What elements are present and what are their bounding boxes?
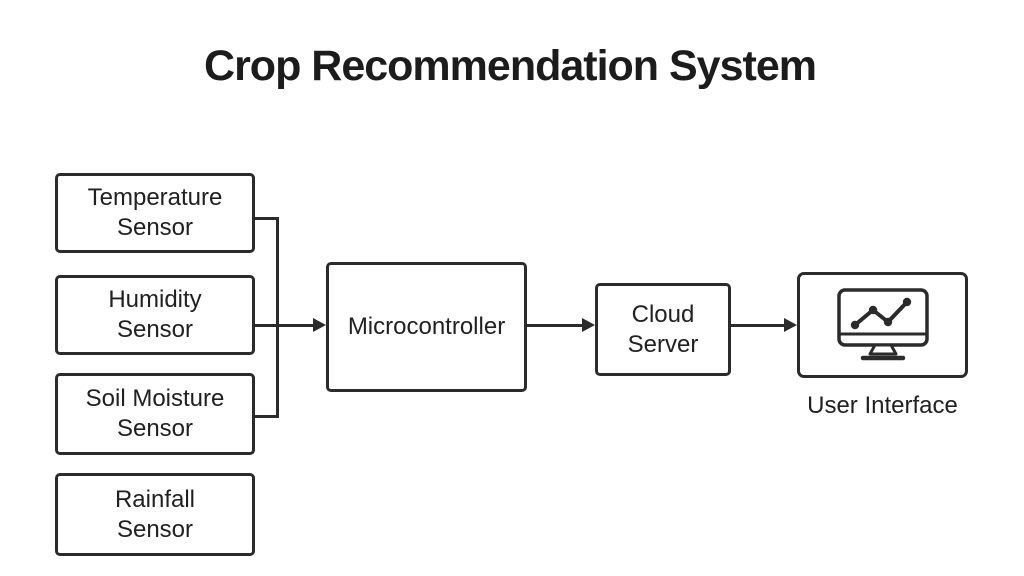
diagram-title: Crop Recommendation System	[204, 42, 817, 90]
soil-moisture-sensor-node: Soil Moisture Sensor	[55, 373, 255, 455]
user-interface-label: User Interface	[807, 392, 958, 419]
arrow-sensors-to-microcontroller	[253, 324, 315, 327]
cloud-server-node: Cloud Server	[595, 283, 731, 376]
arrowhead-icon	[784, 318, 797, 332]
arrowhead-icon	[313, 318, 326, 332]
monitor-line-chart-icon	[836, 288, 929, 361]
connector-soil-moisture-to-bracket	[253, 415, 279, 418]
user-interface-node	[797, 272, 968, 378]
microcontroller-node: Microcontroller	[326, 262, 527, 392]
humidity-sensor-label: Humidity Sensor	[108, 286, 202, 343]
humidity-sensor-node: Humidity Sensor	[55, 275, 255, 355]
cloud-server-label: Cloud Server	[627, 300, 699, 358]
microcontroller-label: Microcontroller	[347, 313, 506, 340]
arrow-cloud-to-user-interface	[729, 324, 786, 327]
rainfall-sensor-label: Rainfall Sensor	[114, 485, 196, 543]
arrowhead-icon	[582, 318, 595, 332]
connector-bracket-vertical	[276, 217, 279, 418]
soil-moisture-sensor-label: Soil Moisture Sensor	[85, 385, 225, 442]
rainfall-sensor-node: Rainfall Sensor	[55, 473, 255, 556]
arrow-microcontroller-to-cloud	[525, 324, 584, 327]
temperature-sensor-label: Temperature Sensor	[87, 184, 223, 241]
connector-temperature-to-bracket	[253, 217, 279, 220]
temperature-sensor-node: Temperature Sensor	[55, 173, 255, 253]
